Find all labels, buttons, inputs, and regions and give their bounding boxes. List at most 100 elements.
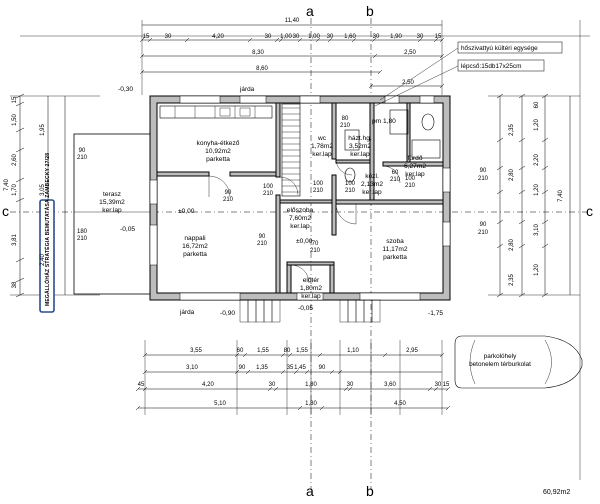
dimension-tick <box>319 405 325 411</box>
dimension-tick <box>541 243 549 249</box>
heat-pump-note: hőszivattyú kültéri egysége <box>461 45 538 52</box>
dimension-tick <box>496 219 504 225</box>
room-floor-haztart: ker.lap <box>350 151 370 158</box>
dim-bottom-row3: 1,80 <box>305 382 317 388</box>
dimension-tick <box>439 53 445 59</box>
room-name-szoba: szoba <box>386 238 404 245</box>
dimension-tick <box>439 83 445 89</box>
dim-bottom-row3: 45 <box>138 382 145 388</box>
dimension-tick <box>184 37 190 43</box>
dimension-tick <box>496 165 504 171</box>
dim-top-row1: 30 <box>417 34 424 40</box>
stairs-note: lépcső:15db17x25cm <box>461 63 521 70</box>
side-label: MEGÁLLÓHÁZ STRATÉGIA BEMUTATÁSA ZAMBECKY… <box>39 153 55 313</box>
dim-bottom-row2: 1,35 <box>256 365 268 371</box>
dim-right-col2: 1,20 <box>534 264 540 276</box>
level-bottom-right: -1,75 <box>428 310 443 317</box>
level-bottom-left: -0,90 <box>220 310 235 317</box>
dimension-tick <box>15 292 25 298</box>
dimension-tick <box>417 37 423 43</box>
door-size-mark: 210 <box>345 188 356 194</box>
door-size-mark: 60 <box>392 170 399 176</box>
dimension-tick <box>293 369 299 375</box>
dim-left-outer: 38 <box>12 281 18 288</box>
door-size-mark: 100 <box>263 184 274 190</box>
kitchen-counter <box>159 105 273 119</box>
dim-top-row1: 30 <box>165 34 172 40</box>
dim-bottom-row3: 15 <box>443 382 450 388</box>
dimension-tick <box>315 37 321 43</box>
dimension-tick <box>518 219 526 225</box>
dimension-tick <box>382 352 388 358</box>
dimension-tick <box>139 69 145 75</box>
dim-right-col2: 3,10 <box>534 224 540 236</box>
room-floor-nappali: parketta <box>183 251 207 258</box>
door-size-mark: 210 <box>310 248 321 254</box>
dim-right-col2: 2,20 <box>534 154 540 166</box>
dimension-tick <box>15 277 25 283</box>
dim-right-col2: 1,20 <box>534 184 540 196</box>
dimension-tick <box>541 219 549 225</box>
dim-top-row1: 30 <box>293 34 300 40</box>
dimension-tick <box>234 369 240 375</box>
dimension-tick <box>142 386 148 392</box>
door-size-mark: 210 <box>263 191 274 197</box>
dimension-tick <box>15 101 25 107</box>
room-area-haztart: 3,52m2 <box>349 143 371 150</box>
dim-left-inner: 2,40 <box>40 254 46 266</box>
dimension-tick <box>496 243 504 249</box>
dim-top-row3: 8,60 <box>256 66 268 72</box>
dim-right-col1: 2,35 <box>509 124 515 136</box>
dimension-tick <box>242 352 248 358</box>
dimension-tick <box>368 83 374 89</box>
dim-left-outer: 2,60 <box>12 154 18 166</box>
dimension-tick <box>518 243 526 249</box>
door-size-mark: 90 <box>225 190 232 196</box>
dim-bottom-row4: 5,10 <box>214 401 226 407</box>
room-floor-konyha: parketta <box>206 156 230 163</box>
room-floor-kozl: ker.lap <box>362 189 382 196</box>
axis-c-left: c <box>2 203 9 219</box>
dim-bottom-row3: 30 <box>347 382 354 388</box>
dim-bottom-row3: 30 <box>435 382 442 388</box>
dim-right-opening: 210 <box>478 176 489 182</box>
room-floor-eloszoba: ker.lap <box>290 223 310 230</box>
top-dimensions <box>20 20 590 95</box>
parking-car: parkolóhely betonelem térburkolat <box>454 335 583 389</box>
room-name-eloszoba: előszoba <box>287 207 314 214</box>
terrace <box>73 133 157 295</box>
door-size-mark: 210 <box>390 177 401 183</box>
dim-bottom-row1: 2,95 <box>406 348 418 354</box>
room-area-elter: 1,80m2 <box>300 285 322 292</box>
dim-right-opening: 90 <box>480 222 487 228</box>
dim-bottom-row2: 90 <box>239 365 246 371</box>
dimension-tick <box>496 292 504 298</box>
building-walls <box>149 95 451 301</box>
door-size-mark: 70 <box>312 241 319 247</box>
parking-surface: betonelem térburkolat <box>469 361 531 368</box>
dimension-tick <box>247 37 253 43</box>
dimension-tick <box>139 37 145 43</box>
dim-bottom-row1: 60 <box>237 348 244 354</box>
dim-bottom-row1: 1,10 <box>347 348 359 354</box>
dimension-tick <box>287 352 293 358</box>
dim-bottom-row1: 3,55 <box>190 348 202 354</box>
dim-top-row1: 30 <box>265 34 272 40</box>
dimension-tick <box>329 369 335 375</box>
entrance-step <box>239 299 249 323</box>
dim-bottom-row3: 3,60 <box>384 382 396 388</box>
axis-c-right: c <box>586 203 593 219</box>
dimension-tick <box>139 53 145 59</box>
door-size-mark: 210 <box>405 183 416 189</box>
level-zero: ±0,00 <box>178 208 195 215</box>
total-area: 60,92m2 <box>543 489 570 496</box>
side-label-text: MEGÁLLÓHÁZ STRATÉGIA BEMUTATÁSA ZAMBECKY… <box>43 153 51 306</box>
dimension-tick <box>439 37 445 43</box>
dimension-tick <box>445 405 451 411</box>
dimension-tick <box>297 37 303 43</box>
dimension-tick <box>15 93 25 99</box>
entrance-step <box>263 299 273 323</box>
door-size-mark: 100 <box>405 176 416 182</box>
